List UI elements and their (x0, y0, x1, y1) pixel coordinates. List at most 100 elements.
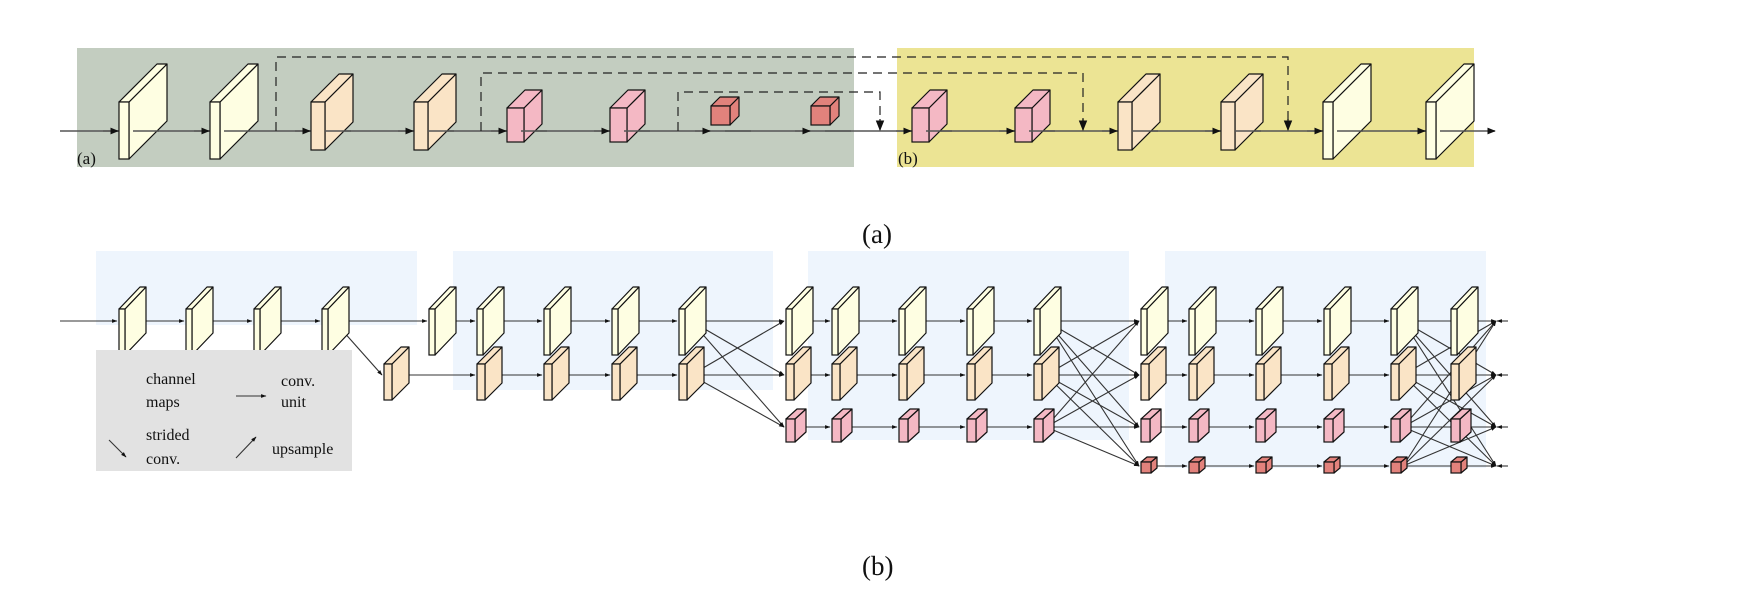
legend-channel-maps-label-1: channel (146, 371, 196, 388)
block-front (1188, 461, 1200, 474)
stage-3-unit-block (1033, 408, 1055, 443)
labels: (a)(b) (77, 149, 918, 168)
block-front (1188, 308, 1196, 356)
encoder-block (810, 96, 840, 126)
block-front (1390, 308, 1398, 356)
block-front (1323, 461, 1335, 474)
decoder-block (1425, 63, 1475, 160)
upsample-connection (690, 320, 785, 376)
stage-4-unit-block (1390, 408, 1412, 443)
stage-4-output-block (1450, 408, 1472, 443)
block-front (831, 363, 841, 401)
stage-2-output-block (785, 346, 812, 401)
block-front (678, 308, 686, 356)
stage-3-unit-block (966, 286, 995, 356)
upsample-connection (1045, 374, 1140, 428)
stage-4-unit-block (1323, 408, 1345, 443)
block-front (1450, 363, 1460, 401)
block-front (831, 418, 842, 443)
encoder-block (506, 89, 543, 143)
stage-3-unit-block (1033, 286, 1062, 356)
stage-4-unit-block (1390, 456, 1408, 474)
block-front (1188, 418, 1199, 443)
block-front (118, 308, 126, 356)
block-front (1390, 363, 1400, 401)
block-front (1014, 107, 1033, 143)
stage-1-unit-block (253, 286, 282, 356)
stage-3-unit-block (898, 286, 927, 356)
stage-4-unit-block (1255, 456, 1273, 474)
stage-4-unit-block (1390, 286, 1419, 356)
stage-1-unit-block (185, 286, 214, 356)
block-front (785, 308, 793, 356)
stage-3-unit-block (1033, 346, 1060, 401)
stage-3-unit-block (831, 408, 853, 443)
strided-conv-connection (1045, 426, 1140, 467)
decoder-block (1322, 63, 1372, 160)
stage-4-unit-block (1323, 286, 1352, 356)
legend-conv-unit-label-1: conv. (281, 373, 315, 390)
block-front (785, 418, 796, 443)
block-front (185, 308, 193, 356)
legend-conv-unit-label-2: unit (281, 394, 306, 411)
block-front (476, 308, 484, 356)
stage-3-output-block (1140, 346, 1167, 401)
stage-2-unit-block (476, 346, 503, 401)
skip-connection-res2 (480, 72, 1084, 131)
block-front (966, 308, 974, 356)
stage-4-output-block (1450, 286, 1479, 356)
stage-4-output-block (1450, 346, 1477, 401)
block-front (1255, 308, 1263, 356)
encoder-block (710, 96, 740, 126)
skip-connection-res1 (275, 56, 1289, 131)
block-front (1140, 418, 1151, 443)
decoder-block (1014, 89, 1051, 143)
block-front (966, 418, 977, 443)
block-front (543, 308, 551, 356)
block-front (383, 363, 393, 401)
stage-4-unit-block (1188, 286, 1217, 356)
stage-3-unit-block (966, 408, 988, 443)
stage-1-unit-block (118, 286, 147, 356)
block-front (1255, 418, 1266, 443)
stage-3-output-block (1140, 408, 1162, 443)
stage-2-output-block (785, 408, 807, 443)
stage-3-unit-block (966, 346, 993, 401)
block-front (898, 418, 909, 443)
block-front (118, 101, 130, 160)
block-front (1425, 101, 1437, 160)
block-front (678, 363, 688, 401)
block-front (1450, 418, 1461, 443)
block-front (506, 107, 525, 143)
stage-4-unit-block (1255, 286, 1284, 356)
encoder-label: (a) (77, 149, 96, 168)
encoder-block (209, 63, 259, 160)
block-front (609, 107, 628, 143)
caption-a: (a) (862, 219, 892, 249)
stage-1-unit-block (321, 286, 350, 356)
block-front (1117, 101, 1133, 151)
stage-2-unit-block (678, 346, 705, 401)
stage-2-output-block (785, 286, 814, 356)
block-front (428, 308, 436, 356)
block-front (413, 101, 429, 151)
stage-1-output-block (428, 286, 457, 356)
stage-4-unit-block (1255, 346, 1282, 401)
skip-connection-res3 (677, 91, 881, 131)
block-front (321, 308, 329, 356)
block-front (1140, 363, 1150, 401)
block-front (810, 105, 831, 126)
block-front (831, 308, 839, 356)
block-front (611, 363, 621, 401)
block-front (911, 107, 930, 143)
stage-4-unit-block (1188, 408, 1210, 443)
strided-conv-connection (690, 320, 785, 428)
caption-b: (b) (862, 551, 894, 581)
stage-3-unit-block (898, 408, 920, 443)
stage-4-unit-block (1323, 456, 1341, 474)
legend-channel-maps-label-2: maps (146, 394, 180, 411)
block-front (1033, 308, 1041, 356)
stage-4-unit-block (1188, 456, 1206, 474)
